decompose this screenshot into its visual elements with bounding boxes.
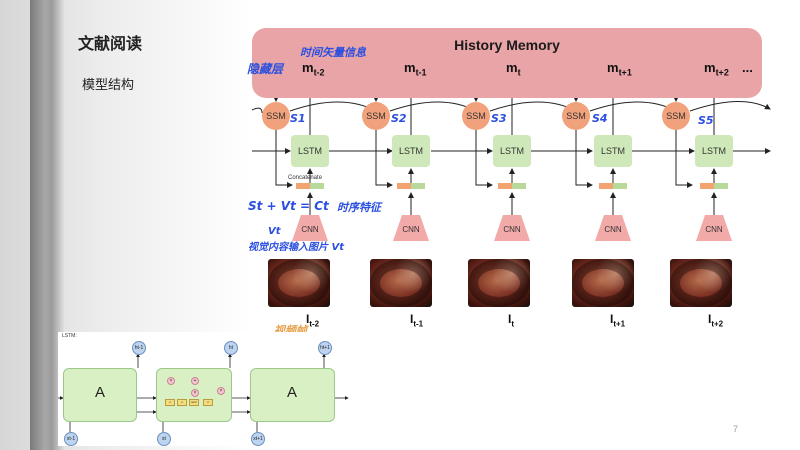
concat-bar [700,183,728,189]
frame-label-t-plus-2: It+2 [708,312,724,329]
video-frame-image [370,259,432,307]
note-time-vector: 时间矢量信息 [300,46,366,59]
ssm-node: SSM [362,102,390,130]
lstm-inset-diagram: LSTM: [58,332,350,446]
note-ssm-tag-s3: S3 [491,112,507,125]
frame-label-t: It [508,312,515,329]
frame-label-t-plus-1: It+1 [610,312,626,329]
lstm-block: LSTM [493,135,531,167]
frame-label-t-minus-2: It-2 [306,312,320,329]
memory-label-t-plus-1: mt+1 [607,60,632,78]
note-visual-content: 视觉内容输入图片 Vt [248,242,345,253]
page-number: 7 [733,424,739,434]
lstm-cell-prev: A [63,368,137,422]
op-add-icon: + [191,377,199,385]
note-ssm-tag-s2: S2 [391,112,407,125]
cell-letter: A [95,384,106,401]
lstm-inset-label: LSTM: [62,333,77,339]
op-multiply-icon: × [217,387,225,395]
note-temporal-feature: 时序特征 [337,201,381,214]
lstm-cell-current: σ σ tanh σ × + × × [156,368,232,422]
note-ssm-tag-s5: S5 [698,114,714,127]
history-memory-title: History Memory [454,37,560,53]
op-multiply-icon: × [167,377,175,385]
gate-tanh: tanh [189,399,199,406]
note-vt-label: Vt [268,226,281,237]
lstm-block: LSTM [695,135,733,167]
ssm-node: SSM [462,102,490,130]
concat-bar [397,183,425,189]
video-frame-image [572,259,634,307]
video-frame-image [268,259,330,307]
slide-title: 文献阅读 [78,34,143,53]
memory-label-t-plus-2: mt+2 [704,60,729,78]
concat-bar [599,183,627,189]
concat-bar [498,183,526,189]
video-frame-image [670,259,732,307]
input-node-prev: xt-1 [64,432,78,446]
gate-sigma-forget: σ [165,399,175,406]
note-hidden-layer: 隐藏层 [247,62,284,76]
note-ssm-tag-s1: S1 [290,112,306,125]
input-node-next: xt+1 [251,432,265,446]
output-node-current: ht [224,341,238,355]
memory-label-t-minus-2: mt-2 [302,60,325,78]
lstm-cell-next: A [250,368,335,422]
cell-letter: A [287,384,298,401]
output-node-next: ht+1 [318,341,332,355]
op-multiply-icon: × [191,389,199,397]
lstm-block: LSTM [291,135,329,167]
lstm-block: LSTM [392,135,430,167]
ssm-node: SSM [262,102,290,130]
ssm-node: SSM [562,102,590,130]
memory-label-t: mt [506,60,521,78]
gate-sigma-input: σ [177,399,187,406]
note-ssm-tag-s4: S4 [592,112,608,125]
gate-sigma-output: σ [203,399,213,406]
frame-label-t-minus-1: It-1 [410,312,424,329]
model-architecture-figure: History Memory mt-2 mt-1 mt mt+1 mt+2 ..… [242,25,782,335]
history-memory-block: History Memory mt-2 mt-1 mt mt+1 mt+2 ..… [252,28,762,98]
concat-bar [296,183,324,189]
lstm-block: LSTM [594,135,632,167]
slide-subtitle: 模型结构 [82,78,135,93]
memory-ellipsis: ... [742,60,753,75]
note-formula: St + Vt = Ct [248,199,329,213]
output-node-prev: ht-1 [132,341,146,355]
memory-label-t-minus-1: mt-1 [404,60,427,78]
video-frame-image [468,259,530,307]
ssm-node: SSM [662,102,690,130]
concatenate-label: Concatenate [288,175,323,181]
input-node-current: xt [157,432,171,446]
